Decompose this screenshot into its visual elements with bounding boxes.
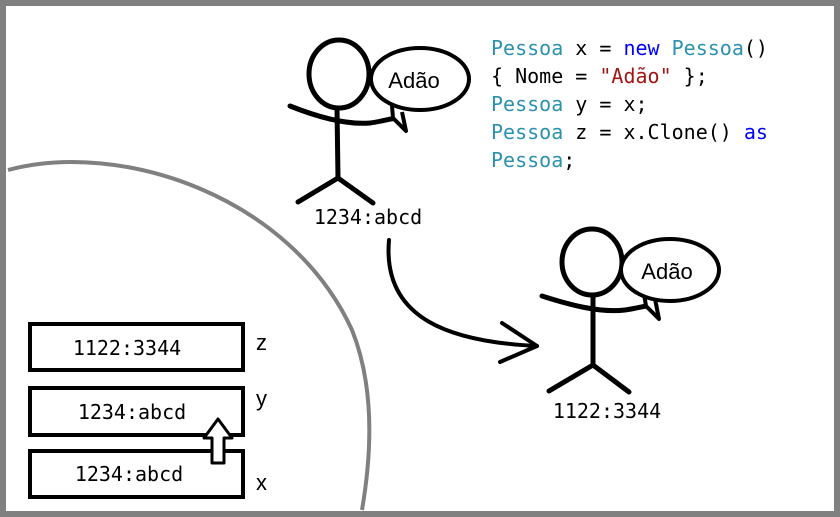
stack-variable-y: 1234:abcd y [28, 386, 267, 437]
variable-box [28, 386, 245, 437]
code-token: { Nome = [491, 64, 599, 88]
code-token: () [744, 36, 768, 60]
original-person-figure [287, 37, 405, 206]
clone-arrow [386, 238, 539, 364]
original-speech-bubble: Adão [369, 46, 471, 133]
code-token: as [744, 120, 768, 144]
stick-figure-legs [546, 362, 632, 395]
code-token: new [623, 36, 660, 60]
code-token: Pessoa [491, 36, 563, 60]
variable-value: 1234:abcd [78, 400, 186, 424]
code-line: Pessoa z = x.Clone() as [491, 120, 768, 144]
variable-name: x [256, 470, 267, 495]
memory-region-ellipse [7, 160, 372, 511]
code-token: Pessoa [491, 120, 563, 144]
stack-variable-z: 1122:3344 z [28, 322, 267, 372]
variable-box [28, 449, 245, 499]
code-token: "Adão" [599, 64, 671, 88]
clone-name-label: Adão [641, 259, 692, 284]
code-token: y = x; [563, 92, 647, 116]
code-token: }; [672, 64, 708, 88]
code-line: { Nome = "Adão" }; [491, 64, 708, 88]
code-line: Pessoa x = new Pessoa() [491, 36, 768, 60]
code-block: Pessoa x = new Pessoa() { Nome = "Adão" … [491, 36, 768, 172]
variable-name: z [256, 330, 267, 355]
speech-bubble-tail [390, 105, 408, 133]
speech-bubble [619, 237, 721, 303]
variable-value: 1234:abcd [75, 462, 183, 486]
stick-figure-arms [539, 293, 659, 314]
stick-figure-legs [295, 175, 376, 206]
variable-value: 1122:3344 [73, 336, 181, 360]
variable-name: y [256, 386, 267, 411]
code-token: Pessoa [491, 92, 563, 116]
original-name-label: Adão [388, 68, 439, 93]
clone-speech-bubble: Adão [619, 237, 721, 321]
code-line: Pessoa; [491, 148, 575, 172]
clone-arrow-head [498, 321, 539, 364]
code-token: Pessoa [491, 148, 563, 172]
up-arrow-icon [202, 417, 234, 465]
code-token [660, 36, 672, 60]
code-token: ; [563, 148, 575, 172]
original-address-label: 1234:abcd [314, 205, 422, 229]
stick-figure-head [306, 37, 372, 111]
stack-variable-x: 1234:abcd x [28, 449, 267, 499]
stick-figure-head [559, 226, 625, 298]
code-token: x = [563, 36, 623, 60]
variable-box [28, 322, 245, 372]
code-token: z = x.Clone() [563, 120, 744, 144]
code-token: Pessoa [672, 36, 744, 60]
clone-arrow-curve [386, 238, 539, 348]
code-line: Pessoa y = x; [491, 92, 648, 116]
speech-bubble [369, 46, 471, 112]
clone-address-label: 1122:3344 [553, 399, 661, 423]
